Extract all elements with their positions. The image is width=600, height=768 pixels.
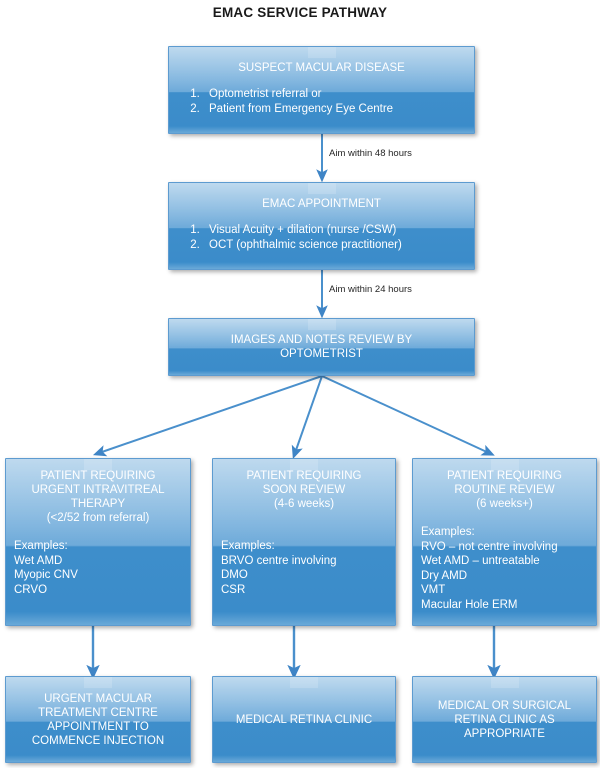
node-heading-line-1: MEDICAL RETINA CLINIC (235, 713, 373, 726)
node-examples: Examples: RVO – not centre involving Wet… (421, 525, 588, 612)
examples-label: Examples: (221, 540, 275, 552)
page-title: EMAC SERVICE PATHWAY (212, 5, 388, 20)
node-heading-line-3: APPROPRIATE (464, 727, 545, 740)
connector-label-48-hours: Aim within 48 hours (329, 148, 412, 159)
node-heading-line-2: URGENT INTRAVITREAL (31, 484, 165, 496)
example-item: BRVO centre involving (221, 554, 337, 567)
list-item: OCT (ophthalmic science practitioner) (203, 238, 474, 253)
node-heading-line-1: PATIENT REQUIRING (40, 470, 156, 482)
node-heading-line-2: RETINA CLINIC AS (454, 713, 555, 726)
example-item: RVO – not centre involving (421, 540, 558, 553)
example-item: Macular Hole ERM (421, 598, 518, 611)
node-branch-urgent-intravitreal-therapy[interactable]: PATIENT REQUIRING URGENT INTRAVITREAL TH… (5, 458, 191, 626)
node-item-list: Optometrist referral or Patient from Eme… (169, 87, 474, 117)
node-emac-appointment[interactable]: EMAC APPOINTMENT Visual Acuity + dilatio… (168, 182, 475, 270)
node-heading: SUSPECT MACULAR DISEASE (238, 62, 405, 74)
example-item: Wet AMD – untreatable (421, 555, 540, 567)
node-heading-line-2: OPTOMETRIST (280, 348, 363, 360)
node-heading-line-4: COMMENCE INJECTION (31, 734, 165, 747)
node-heading-line-1: URGENT MACULAR (44, 692, 152, 705)
example-item: CRVO (14, 583, 48, 596)
node-heading: EMAC APPOINTMENT (262, 198, 381, 210)
node-timeframe: (6 weeks+) (476, 498, 533, 510)
node-heading-line-3: APPOINTMENT TO (47, 720, 149, 733)
example-item: DMO (221, 569, 248, 581)
node-heading-line-1: PATIENT REQUIRING (246, 470, 362, 482)
list-item: Patient from Emergency Eye Centre (203, 102, 474, 117)
node-timeframe: (<2/52 from referral) (46, 512, 150, 524)
connector-step3-branch-2 (321, 375, 495, 456)
example-item: Myopic CNV (14, 569, 78, 581)
node-heading-line-2: SOON REVIEW (262, 484, 346, 496)
node-branch-routine-review[interactable]: PATIENT REQUIRING ROUTINE REVIEW (6 week… (412, 458, 597, 626)
connector-label-24-hours: Aim within 24 hours (329, 284, 412, 295)
example-item: Wet AMD (14, 554, 63, 567)
node-examples: Examples: Wet AMD Myopic CNV CRVO (14, 539, 182, 597)
examples-label: Examples: (421, 526, 475, 538)
connector-step3-branch-1 (291, 375, 323, 460)
node-heading-line-1: IMAGES AND NOTES REVIEW BY (230, 334, 413, 346)
node-branch-soon-review[interactable]: PATIENT REQUIRING SOON REVIEW (4-6 weeks… (212, 458, 396, 626)
node-heading-line-3: THERAPY (70, 498, 126, 510)
node-heading-line-2: ROUTINE REVIEW (454, 484, 555, 496)
node-outcome-medical-or-surgical-retina-clinic[interactable]: MEDICAL OR SURGICAL RETINA CLINIC AS APP… (412, 676, 597, 763)
node-heading-line-1: PATIENT REQUIRING (446, 470, 562, 482)
list-item: Visual Acuity + dilation (nurse /CSW) (203, 223, 474, 238)
example-item: VMT (421, 584, 446, 596)
connector-step3-branch-0 (92, 375, 323, 457)
node-images-notes-review[interactable]: IMAGES AND NOTES REVIEW BY OPTOMETRIST (168, 318, 475, 376)
node-item-list: Visual Acuity + dilation (nurse /CSW) OC… (169, 223, 474, 253)
node-outcome-medical-retina-clinic[interactable]: MEDICAL RETINA CLINIC (212, 676, 396, 763)
examples-label: Examples: (14, 540, 68, 552)
node-examples: Examples: BRVO centre involving DMO CSR (221, 539, 387, 597)
node-heading-line-2: TREATMENT CENTRE (38, 706, 158, 719)
list-item: Optometrist referral or (203, 87, 474, 102)
node-timeframe: (4-6 weeks) (273, 498, 335, 510)
node-suspect-macular-disease[interactable]: SUSPECT MACULAR DISEASE Optometrist refe… (168, 46, 475, 134)
example-item: Dry AMD (421, 569, 467, 582)
node-outcome-urgent-macular-treatment-centre[interactable]: URGENT MACULAR TREATMENT CENTRE APPOINTM… (5, 676, 191, 763)
node-heading-line-1: MEDICAL OR SURGICAL (437, 699, 572, 712)
example-item: CSR (221, 583, 246, 596)
